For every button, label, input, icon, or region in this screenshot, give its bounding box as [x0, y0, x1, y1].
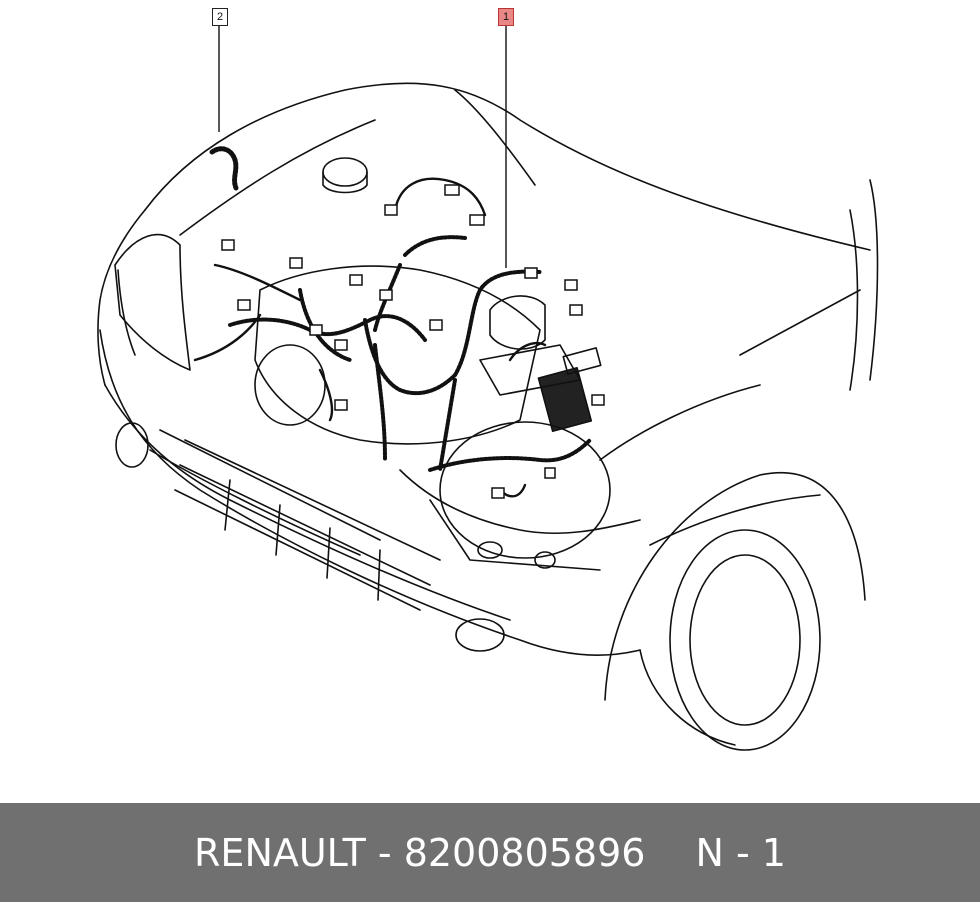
engine-wiring-illustration — [97, 25, 879, 751]
wheel-arch — [604, 472, 866, 701]
reservoir-cap — [322, 157, 368, 187]
part-number-label: RENAULT - 8200805896 — [194, 830, 646, 875]
engine-block — [254, 265, 541, 445]
fog-lamp-left — [115, 422, 149, 468]
fog-lamp-right — [455, 618, 505, 652]
headlight-left — [114, 233, 191, 371]
front-wheel — [669, 529, 821, 751]
harness-2-part — [209, 146, 239, 191]
harness-main — [228, 314, 427, 342]
brake-booster — [254, 344, 326, 426]
callout-1: 1 — [498, 8, 514, 26]
position-label: N - 1 — [695, 830, 786, 875]
ecu-box — [537, 366, 593, 433]
part-number-footer: RENAULT - 8200805896 N - 1 — [0, 803, 980, 902]
callout-2: 2 — [212, 8, 228, 26]
fender-left — [97, 209, 146, 386]
hood-outline — [144, 82, 871, 251]
